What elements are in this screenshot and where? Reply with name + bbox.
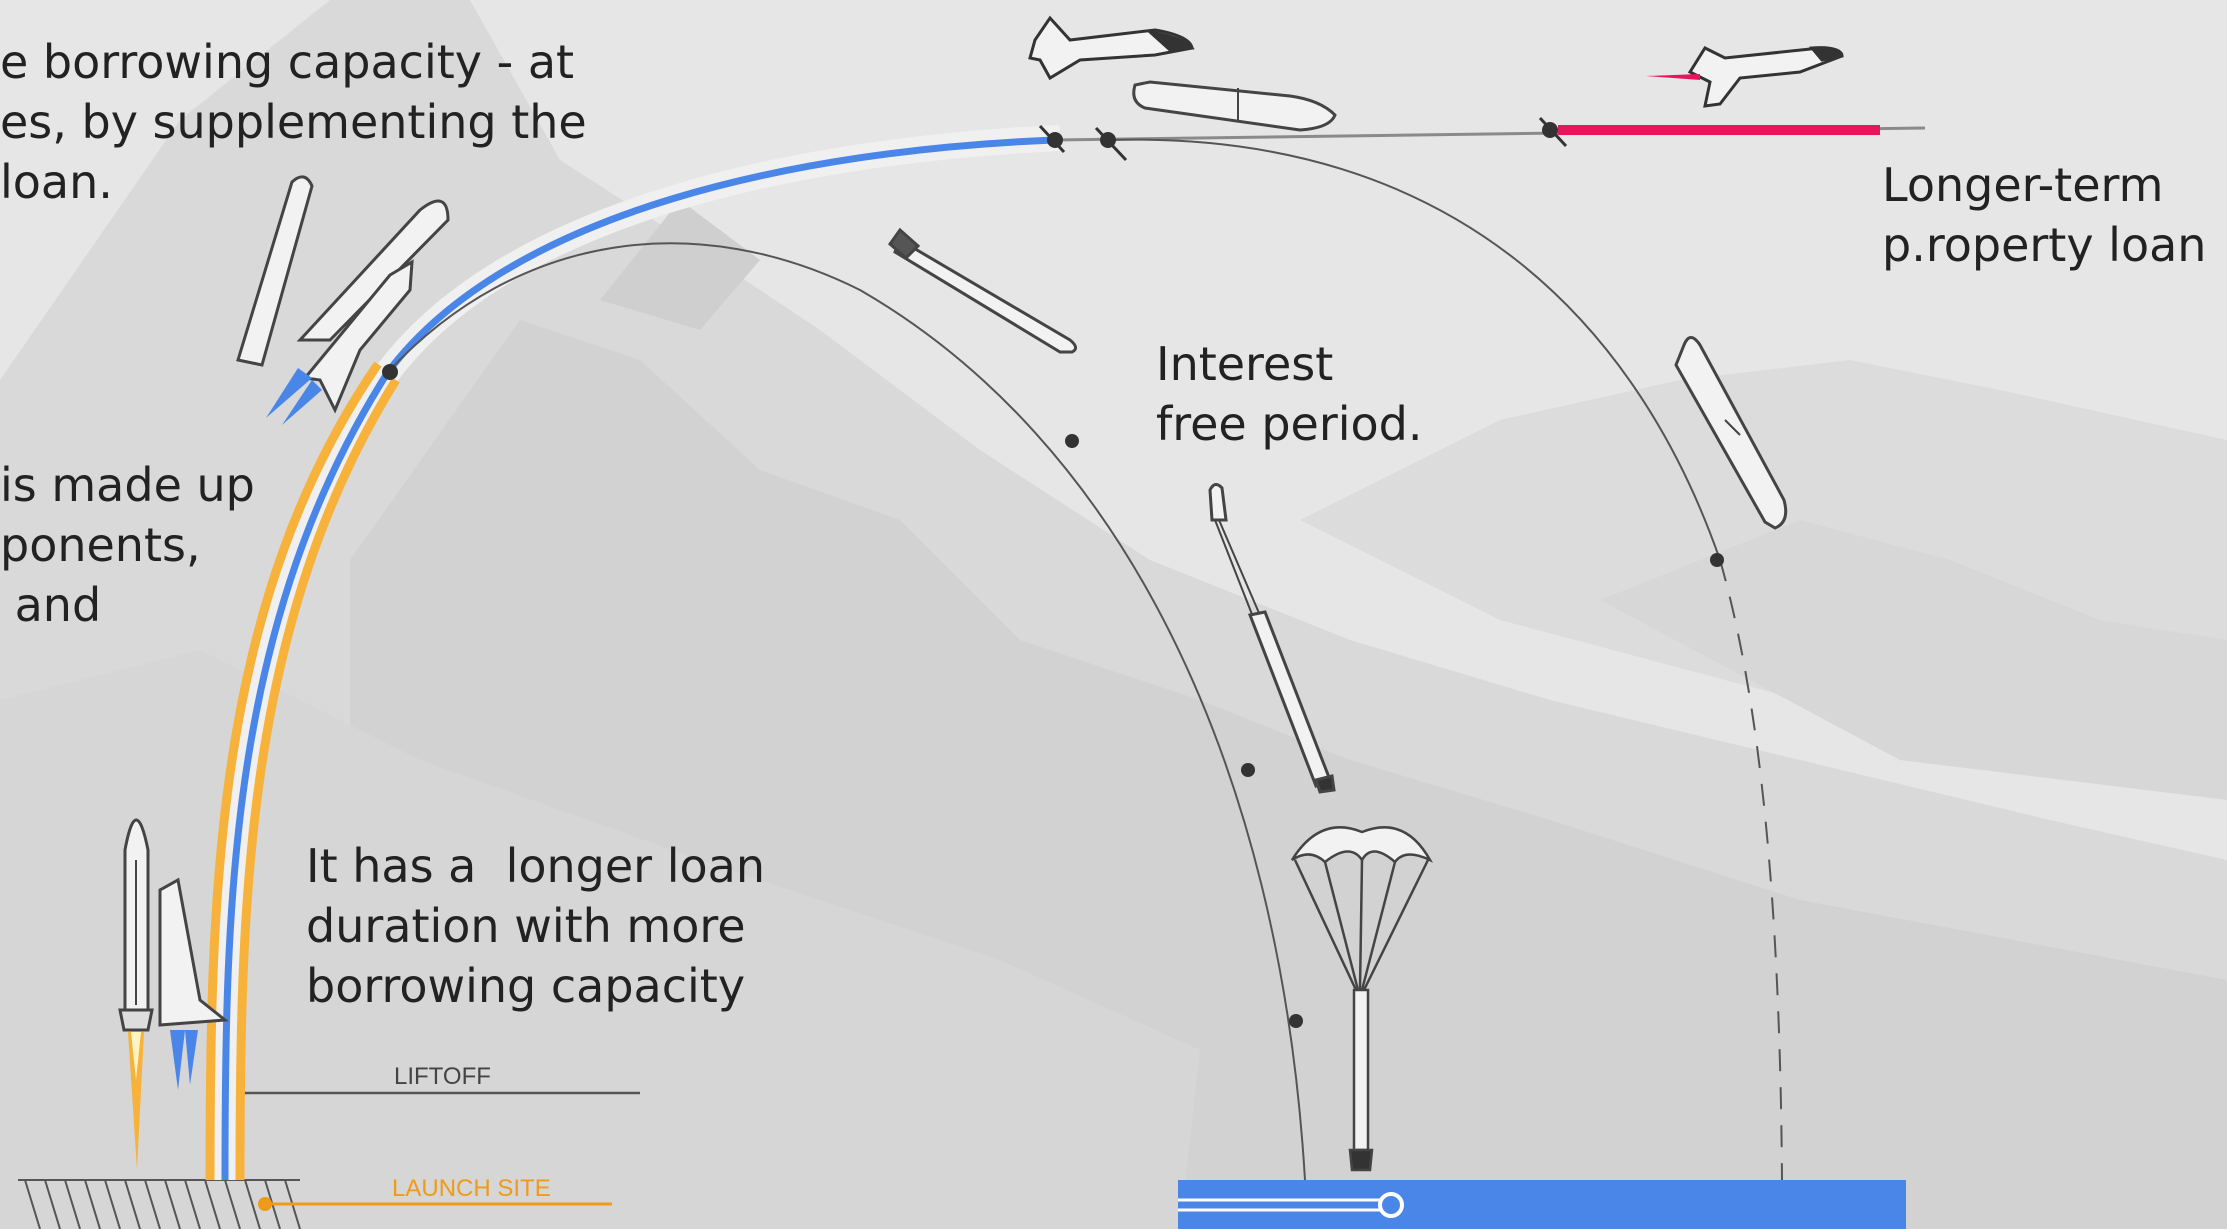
orbit-trajectory: [1054, 125, 1926, 142]
thrust-streak: [1646, 74, 1700, 80]
solid-booster-icon: [1208, 483, 1336, 794]
interest-free-text: Interest free period.: [1156, 337, 1423, 451]
shuttle-orbiter-icon: [1687, 46, 1844, 108]
shuttle-stack-icon: [118, 818, 229, 1032]
external-tank-icon: [1674, 336, 1788, 530]
launch-site-label: LAUNCH SITE: [392, 1175, 551, 1202]
shuttle-orbiter-icon: [1028, 15, 1195, 81]
flame-icon: [128, 1030, 198, 1170]
liftoff-label: LIFTOFF: [394, 1063, 491, 1090]
longer-term-text: Longer-term p.roperty loan: [1882, 158, 2207, 272]
mid-left-text: is made up ponents, and: [0, 458, 255, 632]
ground-hatch: [18, 1179, 301, 1229]
longer-loan-text: It has a longer loan duration with more …: [306, 839, 765, 1013]
solid-booster-icon: [887, 227, 1077, 354]
launch-site-marker: [258, 1197, 612, 1211]
tank-fall-trajectory: [1109, 138, 1783, 1181]
parachute-icon: [1290, 826, 1434, 1172]
flame-icon: [266, 368, 322, 425]
shuttle-climb-icon: [236, 175, 450, 414]
separation-ticks: [1038, 116, 1568, 162]
ocean-splashdown: [1178, 1180, 1906, 1229]
external-tank-icon: [1132, 80, 1337, 132]
booster-fall-trajectory: [387, 242, 1306, 1181]
top-left-text: e borrowing capacity - at es, by supplem…: [0, 35, 587, 209]
